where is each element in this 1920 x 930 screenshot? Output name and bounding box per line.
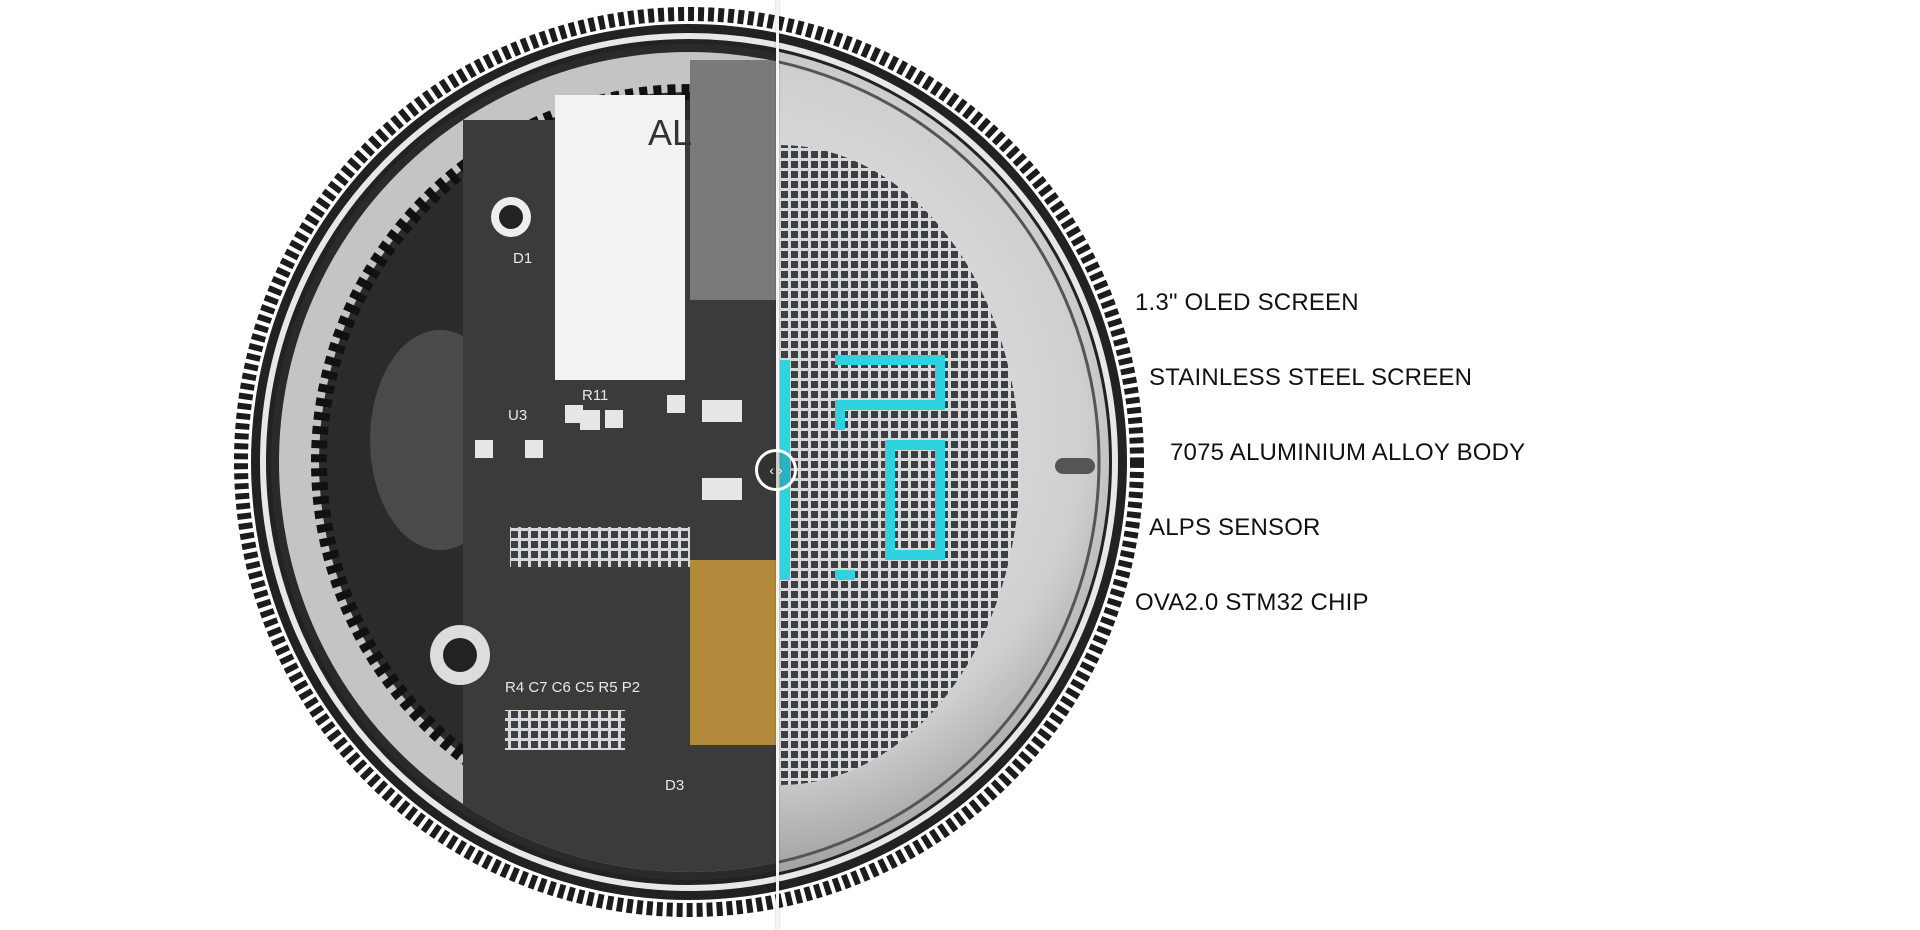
label-oled-screen: 1.3" OLED SCREEN (1135, 289, 1359, 316)
pcb-label: D1 (513, 250, 532, 267)
pcb-label: R11 (582, 387, 608, 404)
dot-matrix-screen (777, 145, 1020, 785)
label-stainless-steel-screen: STAINLESS STEEL SCREEN (1149, 364, 1473, 391)
pcb-label: U3 (508, 407, 527, 424)
indicator-notch (1055, 458, 1095, 474)
pcb-label: AL (648, 112, 692, 153)
drag-arrows-icon: ‹ › (769, 462, 783, 478)
label-aluminium-body: 7075 ALUMINIUM ALLOY BODY (1170, 439, 1526, 466)
comparison-slider-handle[interactable]: ‹ › (755, 449, 797, 491)
pcb-label: R4 C7 C6 C5 R5 P2 (505, 679, 640, 696)
knurled-bezel (234, 7, 1144, 917)
label-stm32-chip: OVA2.0 STM32 CHIP (1135, 589, 1369, 616)
pcb-label: D3 (665, 777, 684, 794)
label-alps-sensor: ALPS SENSOR (1149, 514, 1321, 541)
internal-view: D1 U3 R11 R4 C7 C6 C5 R5 P2 D3 AL (279, 52, 777, 872)
